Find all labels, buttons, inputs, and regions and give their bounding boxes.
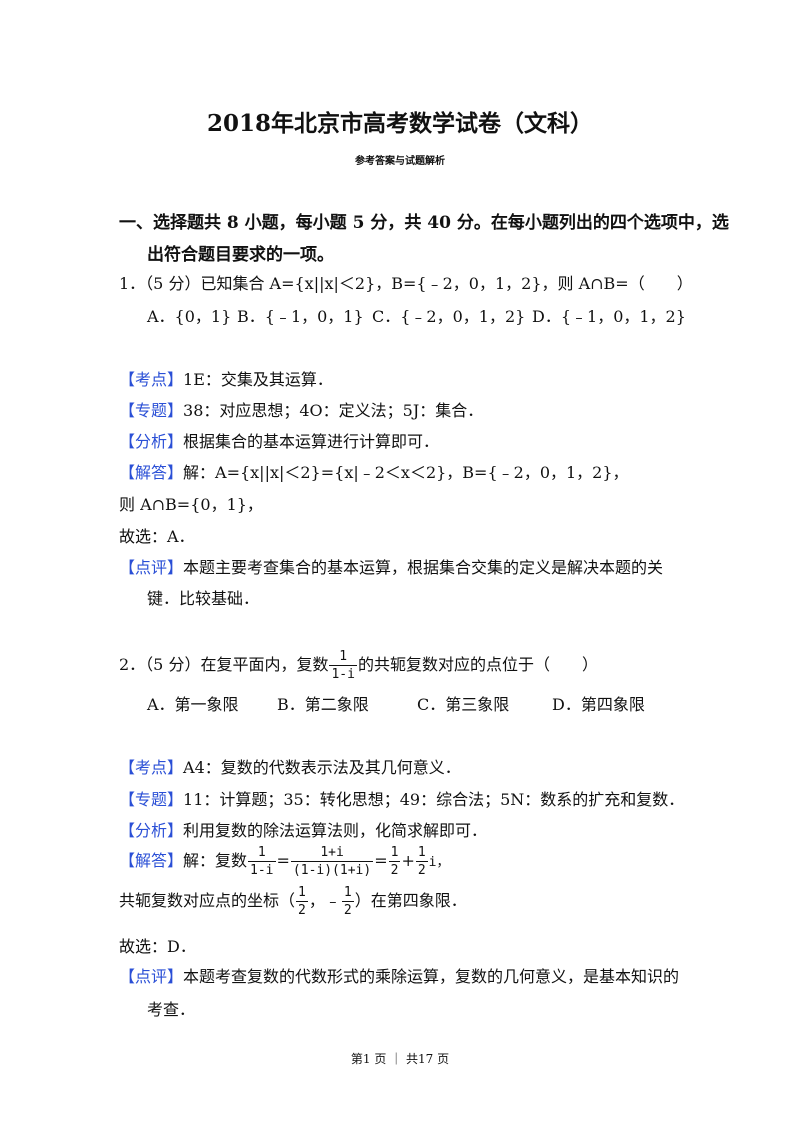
q2-option-a: A．第一象限: [147, 695, 239, 714]
q1-zhuanti-tag: 【专题】: [119, 401, 184, 420]
q1-option-a: A．{0，1}: [147, 307, 232, 326]
q2-zhuanti: 【专题】11：计算题；35：转化思想；49：综合法；5N：数系的扩充和复数．: [119, 786, 684, 810]
q2-kaodian-tag: 【考点】: [119, 758, 184, 777]
q2-fenxi: 【分析】利用复数的除法运算法则，化简求解即可．: [119, 817, 487, 841]
q1-answer: 故选：A．: [119, 527, 195, 546]
section-heading-line2: 出符合题目要求的一项。: [147, 245, 334, 265]
q1-stem: 1．（5 分）已知集合 A={x||x|＜2}，B={﹣2，0，1，2}，则 A…: [119, 274, 693, 293]
fraction-numerator: 1: [388, 845, 401, 862]
q2-dianping-tag: 【点评】: [119, 967, 184, 986]
fraction-numerator: 1: [248, 846, 276, 862]
fraction-numerator: 1+i: [290, 846, 374, 862]
fraction-denominator: (1-i)(1+i): [292, 863, 372, 878]
fraction-denominator: 2: [417, 863, 426, 878]
plus-sign: +: [401, 851, 415, 870]
q2-dianping-line2: 考查．: [147, 1000, 196, 1019]
q2-stem-pre: 2．（5 分）在复平面内，复数: [119, 655, 329, 674]
q1-jieda-line2: 则 A∩B={0，1}，: [119, 495, 263, 514]
q1-zhuanti: 【专题】38：对应思想；4O：定义法；5J：集合．: [119, 397, 483, 421]
q1-dianping-tag: 【点评】: [119, 558, 184, 577]
q2-option-d: D．第四象限: [552, 695, 645, 714]
q1-fenxi-text: 根据集合的基本运算进行计算即可．: [183, 432, 440, 451]
fraction-numerator: 1: [415, 845, 428, 862]
page-subtitle: 参考答案与试题解析: [355, 156, 445, 167]
fraction-numerator: 1: [329, 650, 357, 666]
q1-dianping-line2: 键．比较基础．: [147, 589, 260, 608]
q2-zhuanti-tag: 【专题】: [119, 790, 184, 809]
q1-dianping-line1: 本题主要考查集合的基本运算，根据集合交集的定义是解决本题的关: [183, 558, 664, 577]
q2-fenxi-tag: 【分析】: [119, 821, 184, 840]
q2-stem-post: 的共轭复数对应的点位于（ ）: [357, 655, 598, 674]
q1-fenxi-tag: 【分析】: [119, 432, 184, 451]
q2-dianping-line1: 本题考查复数的代数形式的乘除运算，复数的几何意义，是基本知识的: [183, 967, 680, 986]
section-heading-line1: 一、选择题共 8 小题，每小题 5 分，共 40 分。在每小题列出的四个选项中，…: [119, 213, 729, 233]
q2-jieda-pre: 解：复数: [183, 851, 248, 870]
fraction-denominator: 2: [343, 903, 352, 918]
q2-kaodian-text: A4：复数的代数表示法及其几何意义．: [183, 758, 461, 777]
q2-jieda-tag: 【解答】: [119, 851, 184, 870]
page-title: 2018年北京市高考数学试卷（文科）: [206, 110, 593, 137]
q2-coord-sep: ，﹣: [308, 891, 341, 910]
q2-coord-pre: 共轭复数对应点的坐标（: [119, 891, 296, 910]
q2-fraction-2: 1+i(1-i)(1+i): [290, 846, 374, 878]
q1-kaodian: 【考点】1E：交集及其运算．: [119, 366, 333, 390]
fraction-numerator: 1: [341, 885, 354, 902]
q2-zhuanti-text: 11：计算题；35：转化思想；49：综合法；5N：数系的扩充和复数．: [183, 790, 685, 809]
q1-jieda-line1: 解：A={x||x|＜2}={x|﹣2＜x＜2}，B={﹣2，0，1，2}，: [183, 463, 629, 482]
fraction-denominator: 2: [390, 863, 399, 878]
q2-fenxi-text: 利用复数的除法运算法则，化简求解即可．: [183, 821, 488, 840]
fraction-denominator: 1-i: [250, 863, 274, 878]
q2-coord-post: ）在第四象限．: [354, 891, 467, 910]
q2-jieda-tail: i，: [428, 855, 450, 870]
q1-option-b: B．{﹣1，0，1}: [237, 307, 364, 326]
q2-answer: 故选：D．: [119, 937, 196, 956]
q2-option-b: B．第二象限: [277, 695, 369, 714]
fraction-numerator: 1: [296, 885, 308, 902]
q1-jieda: 【解答】解：A={x||x|＜2}={x|﹣2＜x＜2}，B={﹣2，0，1，2…: [119, 459, 629, 483]
q1-jieda-tag: 【解答】: [119, 463, 184, 482]
q2-options: A．第一象限 B．第二象限 C．第三象限 D．第四象限: [147, 691, 645, 715]
page-footer: 第1 页 ｜ 共17 页: [350, 1052, 450, 1066]
q2-dianping: 【点评】本题考查复数的代数形式的乘除运算，复数的几何意义，是基本知识的: [119, 963, 679, 987]
q1-zhuanti-text: 38：对应思想；4O：定义法；5J：集合．: [183, 401, 484, 420]
q1-kaodian-tag: 【考点】: [119, 370, 184, 389]
equals-sign: =: [276, 851, 290, 870]
fraction-denominator: 1-i: [331, 667, 355, 682]
equals-sign: =: [374, 851, 388, 870]
q1-fenxi: 【分析】根据集合的基本运算进行计算即可．: [119, 428, 439, 452]
q2-option-c: C．第三象限: [417, 695, 510, 714]
q2-kaodian: 【考点】A4：复数的代数表示法及其几何意义．: [119, 754, 461, 778]
q1-options: A．{0，1} B．{﹣1，0，1} C．{﹣2，0，1，2} D．{﹣1，0，1，2…: [147, 303, 686, 327]
q1-option-d: D．{﹣1，0，1，2}: [532, 307, 686, 326]
q1-option-c: C．{﹣2，0，1，2}: [372, 307, 526, 326]
q1-kaodian-text: 1E：交集及其运算．: [183, 370, 333, 389]
q1-dianping: 【点评】本题主要考查集合的基本运算，根据集合交集的定义是解决本题的关: [119, 554, 663, 578]
fraction-denominator: 2: [298, 903, 306, 918]
